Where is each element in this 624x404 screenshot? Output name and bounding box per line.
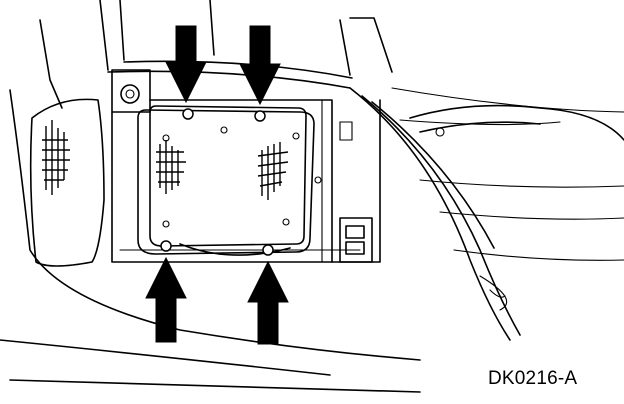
lower-left-fastener <box>160 240 172 252</box>
arrow-down-upper-right <box>239 25 281 106</box>
lower-right-fastener <box>262 244 274 256</box>
side-marker-lamp <box>29 98 105 267</box>
upper-left-fastener <box>182 108 194 120</box>
callout-arrows <box>145 25 289 345</box>
arrow-down-upper-left <box>165 25 207 104</box>
headlamp-assembly <box>137 105 322 256</box>
fasteners <box>160 108 274 256</box>
figure-caption: DK0216-A <box>488 368 578 389</box>
arrow-up-lower-left <box>145 256 187 343</box>
upper-right-fastener <box>254 110 266 122</box>
headlamp-bracket <box>111 69 381 263</box>
vehicle-body <box>0 0 624 393</box>
arrow-up-lower-right <box>247 260 289 345</box>
